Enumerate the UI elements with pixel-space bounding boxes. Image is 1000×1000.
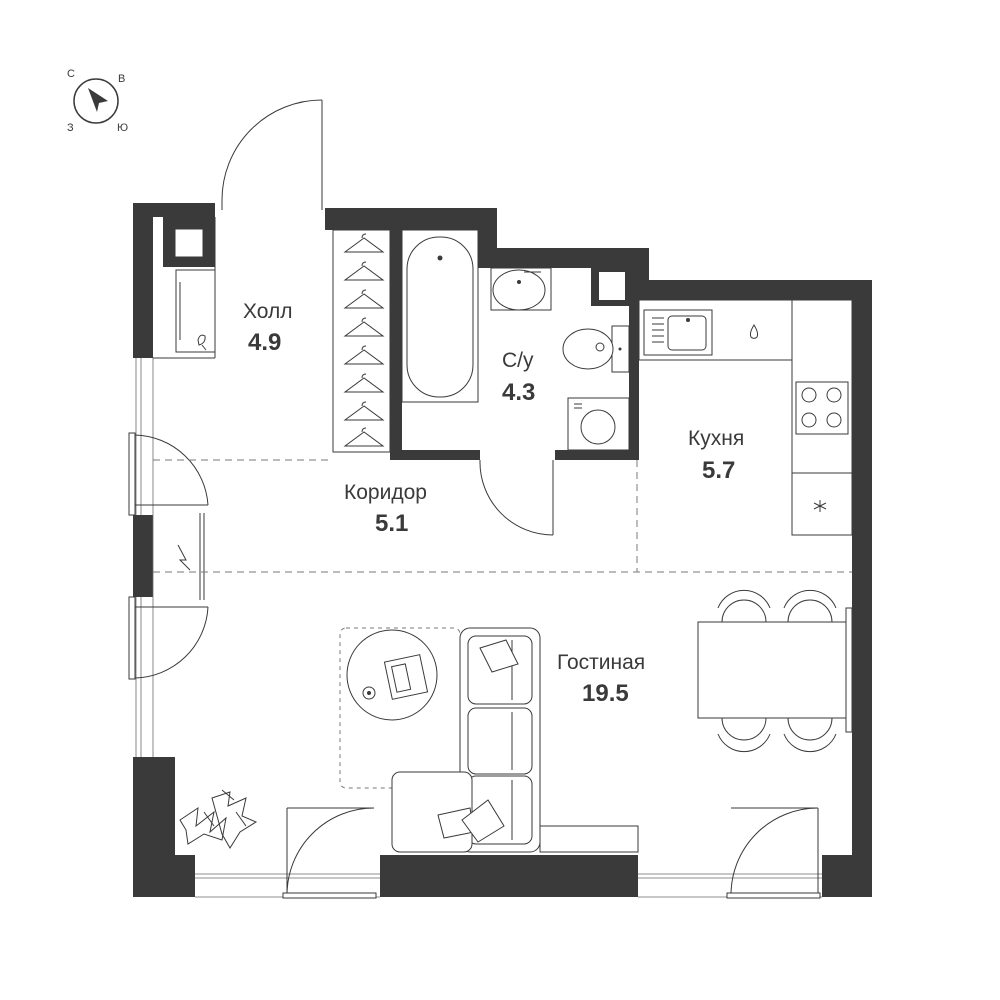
bathtub-icon [401, 229, 479, 403]
door-icon [282, 807, 377, 899]
hanger-icon [343, 345, 385, 365]
chair-icon [783, 717, 837, 753]
bathroom-fixtures [401, 229, 630, 451]
doors [128, 99, 853, 899]
sofa-icon [391, 627, 639, 853]
zone-dividers [153, 459, 852, 573]
hall-furniture [175, 233, 385, 447]
kitchen-furniture [638, 299, 853, 536]
hanger-icon [343, 289, 385, 309]
chair-icon [717, 717, 771, 753]
compass: С В З Ю [67, 68, 128, 134]
hanger-icon [343, 261, 385, 281]
room-area-hall: 4.9 [248, 329, 281, 356]
hanger-icon [343, 427, 385, 447]
door-icon [726, 807, 821, 899]
door-icon [128, 432, 209, 516]
dining-table-icon [697, 589, 847, 753]
rug-icon [339, 627, 461, 789]
room-area-corridor: 5.1 [375, 510, 408, 537]
toilet-icon [562, 325, 630, 373]
room-area-bathroom: 4.3 [502, 379, 535, 406]
compass-arrow-icon [88, 88, 108, 112]
fridge-icon [813, 500, 827, 512]
hanger-icon [343, 317, 385, 337]
water-drop-icon [749, 324, 759, 339]
washing-machine-icon [567, 397, 630, 451]
door-icon [128, 596, 209, 680]
living-furniture [179, 589, 847, 853]
room-area-living: 19.5 [582, 680, 629, 707]
room-label-bathroom: С/у [502, 349, 534, 372]
compass-south: Ю [117, 122, 128, 134]
room-labels: Холл 4.9 С/у 4.3 Коридор 5.1 Кухня 5.7 Г… [243, 300, 744, 707]
wardrobe [343, 233, 385, 447]
chair-icon [717, 589, 771, 623]
room-label-hall: Холл [243, 300, 293, 323]
room-label-corridor: Коридор [344, 481, 427, 504]
sink-icon [490, 267, 552, 311]
hanger-icon [343, 401, 385, 421]
door-icon [221, 99, 323, 210]
room-area-kitchen: 5.7 [702, 457, 735, 484]
laptop-icon [383, 654, 429, 700]
compass-north: С [67, 68, 75, 80]
cooktop-icon [795, 381, 849, 435]
room-label-kitchen: Кухня [688, 427, 744, 450]
kitchen-sink-icon [643, 309, 713, 356]
door-icon [479, 459, 554, 536]
room-label-living: Гостиная [557, 651, 645, 674]
compass-west: З [67, 122, 74, 134]
hanger-icon [343, 373, 385, 393]
chair-icon [783, 589, 837, 623]
hanger-icon [343, 233, 385, 253]
plant-icon [179, 789, 258, 849]
compass-east: В [118, 73, 125, 85]
walls [133, 203, 872, 897]
